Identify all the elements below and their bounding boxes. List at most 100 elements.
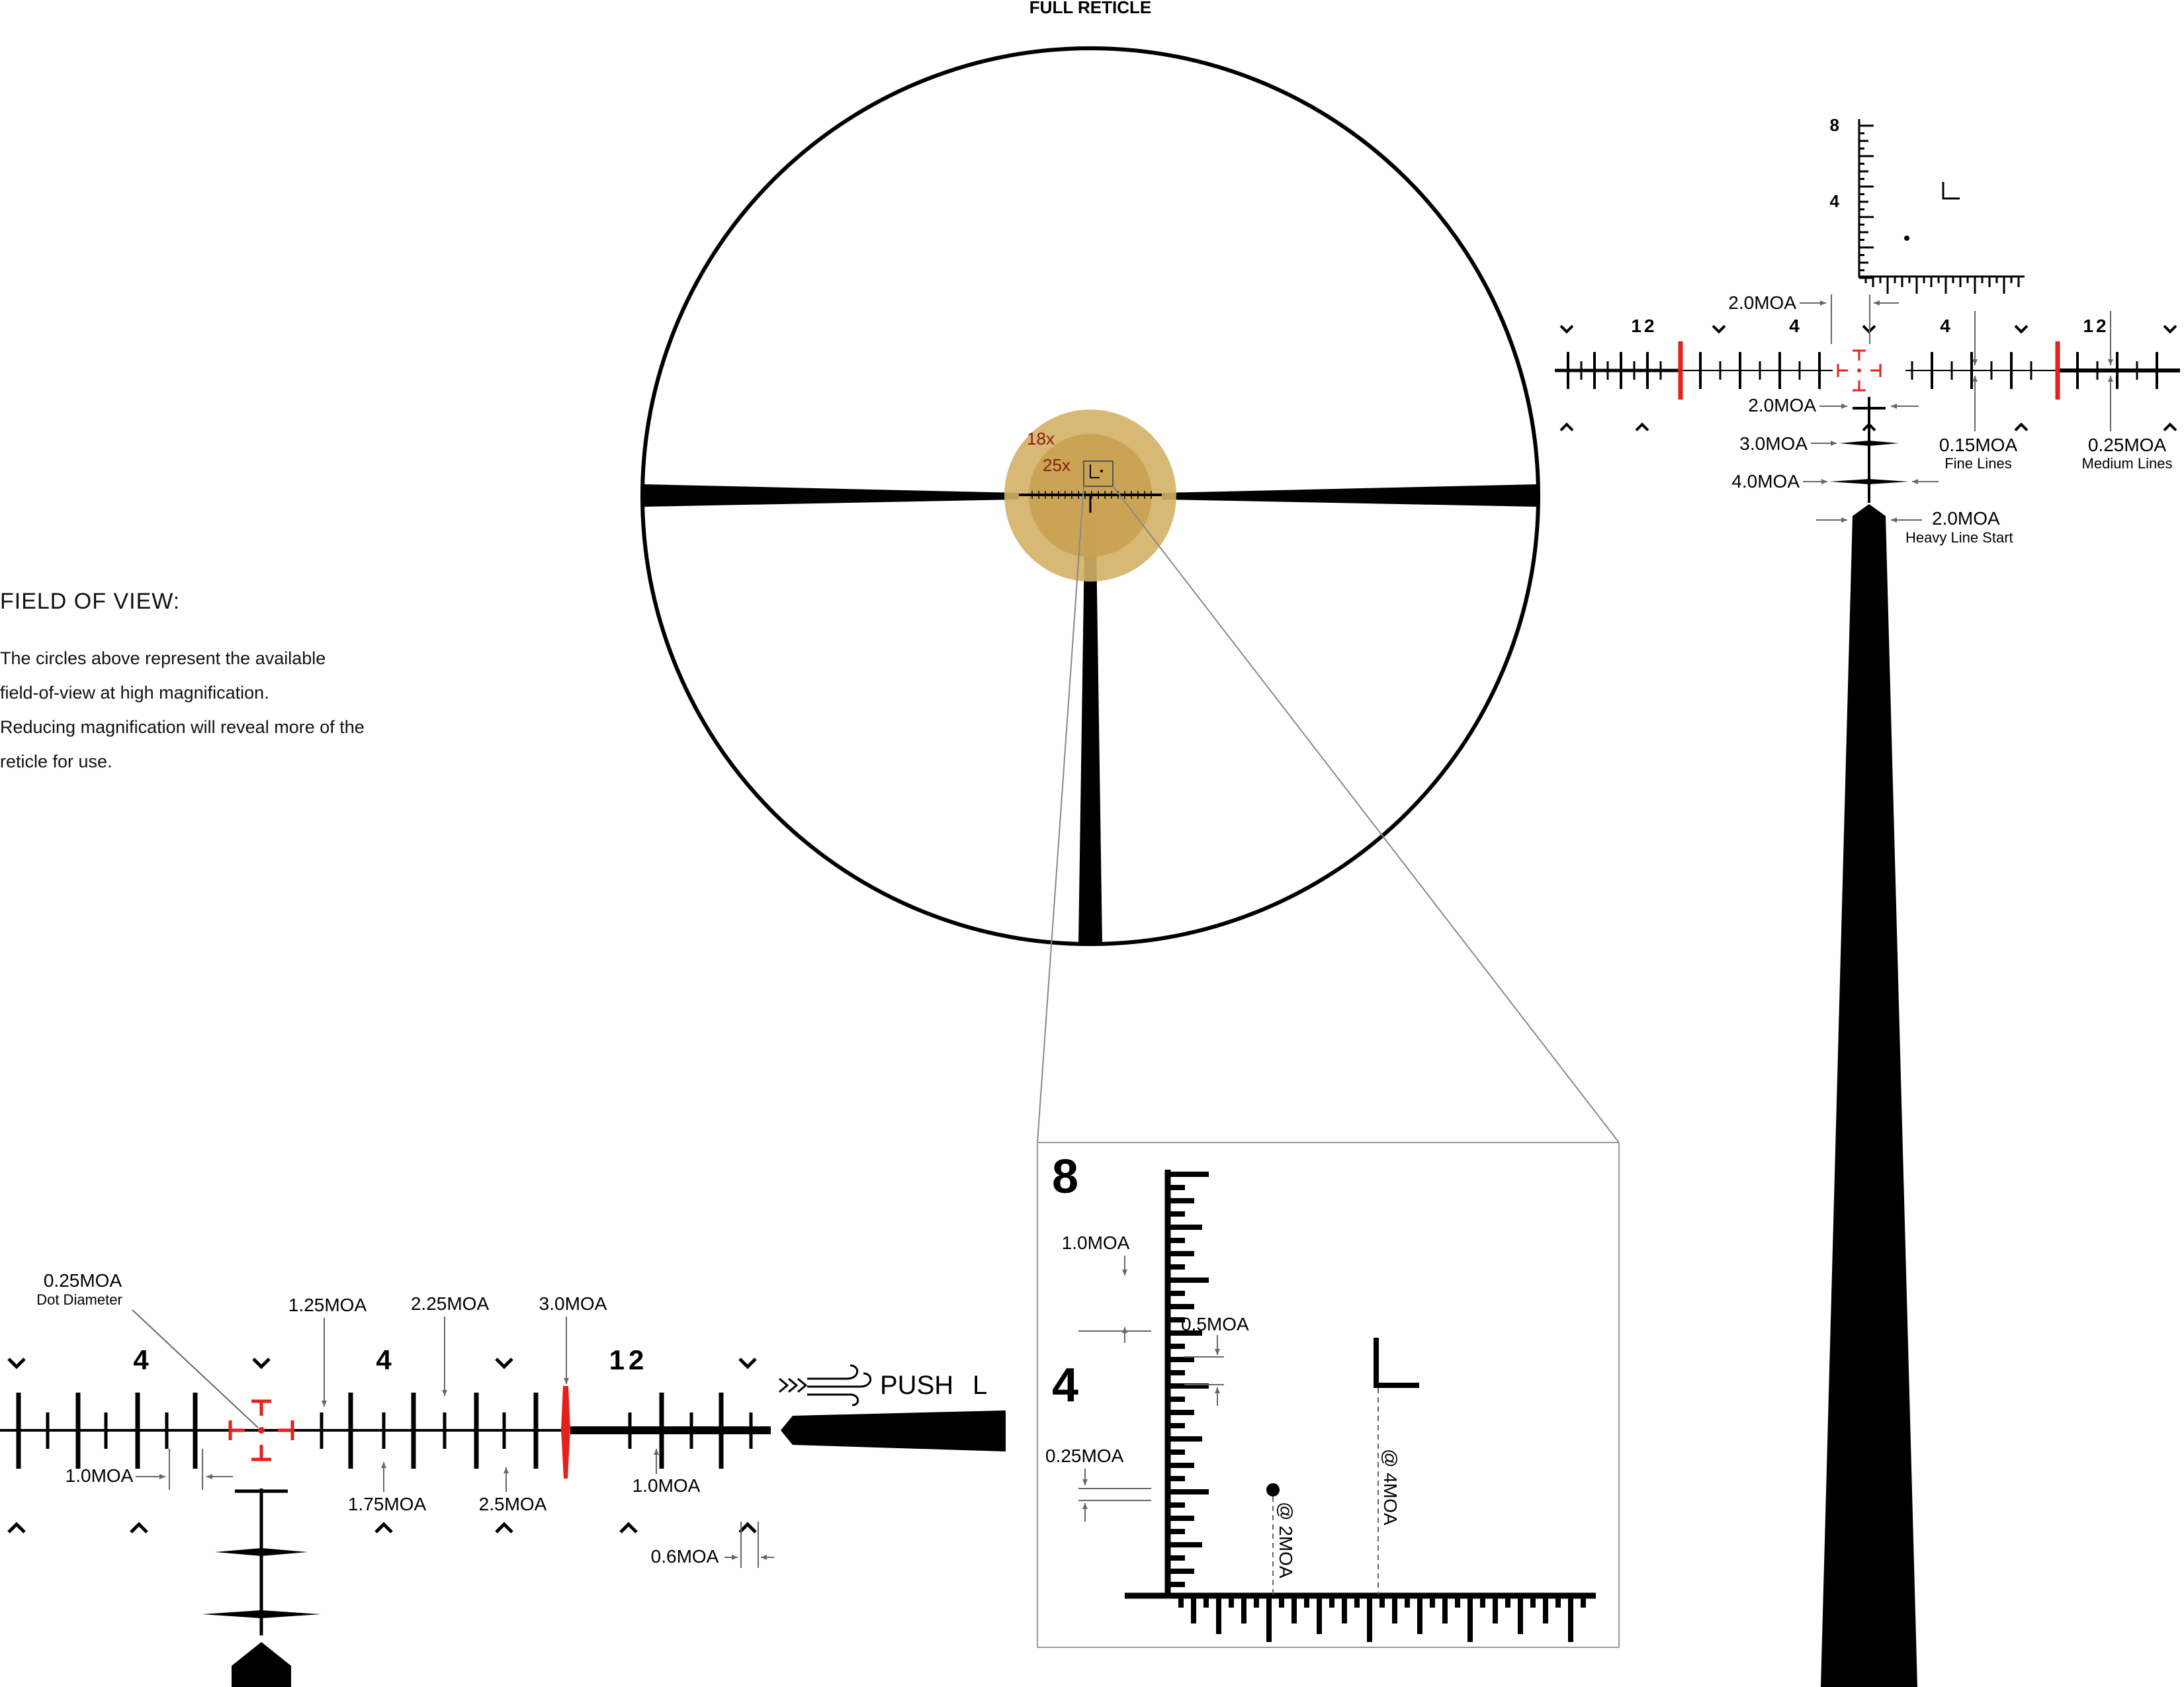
- fov-heading: FIELD OF VIEW:: [0, 589, 181, 614]
- fov-line-2: field-of-view at high magnification.: [0, 683, 269, 703]
- bp-bottom-post: [232, 1642, 291, 1687]
- chevron-down-icon: [738, 1358, 757, 1369]
- bp-label-dot: 0.25MOA: [44, 1270, 122, 1291]
- zoom-l-mark: [1374, 1338, 1419, 1388]
- zoom-ticks: [1168, 1172, 1586, 1642]
- chevron-down-icon: [2163, 325, 2177, 334]
- chevron-down-icon: [1712, 325, 1726, 334]
- bp-post-bar2: [215, 1548, 308, 1556]
- rp-post-bar2: [1839, 441, 1899, 446]
- rp-hnum-12b: 12: [2083, 316, 2109, 336]
- bp-label-10-right: 1.0MOA: [633, 1475, 701, 1496]
- chevron-up-icon: [1559, 422, 1574, 431]
- zoom-label-at2: @ 2MOA: [1276, 1502, 1296, 1579]
- rp-post-bar3: [1829, 479, 1909, 484]
- chevron-up-icon: [2014, 422, 2029, 431]
- bp-leader-dot: [132, 1309, 259, 1428]
- fov-line-4: reticle for use.: [0, 752, 112, 771]
- rp-label-medium: 0.25MOA: [2088, 435, 2167, 455]
- right-panel: 8 4 12 4 4 12 2.0MOA: [1555, 115, 2180, 1687]
- diagram-title: FULL RETICLE: [1029, 0, 1151, 17]
- bp-label-25: 2.5MOA: [479, 1494, 547, 1514]
- chevron-up-icon: [1635, 422, 1649, 431]
- right-heavy-post: [1162, 484, 1538, 507]
- rp-label-medium-sub: Medium Lines: [2082, 455, 2173, 472]
- bp-right-heavy-post: [781, 1410, 1006, 1451]
- bottom-heavy-post: [1078, 501, 1102, 945]
- chevron-up-icon: [738, 1522, 757, 1534]
- mini-l-mark: [1090, 464, 1100, 478]
- rp-h-ticks: [1567, 352, 2158, 389]
- bp-label-125: 1.25MOA: [288, 1295, 367, 1315]
- rp-label-post2moa: 2.0MOA: [1748, 395, 1816, 415]
- rp-label-post4moa: 4.0MOA: [1731, 471, 1800, 492]
- zoom-num-4: 4: [1052, 1359, 1078, 1412]
- bp-center-dot: [258, 1427, 265, 1434]
- zoom-label-025moa: 0.25MOA: [1045, 1446, 1124, 1466]
- chevron-down-icon: [1559, 325, 1574, 334]
- fov-ticks: [1031, 491, 1152, 499]
- rp-chevrons: [1559, 325, 2177, 431]
- bp-center-bracket: [228, 1399, 294, 1461]
- zoom-label-05moa: 0.5MOA: [1181, 1314, 1249, 1334]
- bp-red-bar: [561, 1386, 570, 1479]
- fov-line-3: Reducing magnification will reveal more …: [0, 717, 365, 737]
- fov-line-1: The circles above represent the availabl…: [0, 648, 326, 668]
- zoom-connector-right: [1112, 486, 1620, 1143]
- bp-num-4a: 4: [133, 1344, 149, 1375]
- rp-label-post3moa: 3.0MOA: [1739, 433, 1808, 454]
- rp-label-top2moa: 2.0MOA: [1728, 292, 1796, 313]
- rp-center-bracket: [1837, 349, 1882, 392]
- push-text: PUSH: [880, 1371, 953, 1400]
- rp-num-8: 8: [1830, 115, 1839, 135]
- chevron-down-icon: [7, 1358, 26, 1369]
- bp-post-bar3: [202, 1610, 321, 1618]
- zoom-panel: 8 4 1.0MOA 0.5MOA 0.25MOA @ 4MOA @ 2MOA: [1037, 1142, 1620, 1648]
- bp-label-10-left: 1.0MOA: [66, 1465, 134, 1486]
- rp-l-mark: [1942, 182, 1960, 200]
- rp-hnum-12a: 12: [1631, 316, 1657, 336]
- mag-25x-label: 25x: [1043, 455, 1070, 475]
- bp-num-12: 12: [609, 1344, 648, 1375]
- bp-label-06: 0.6MOA: [651, 1546, 719, 1567]
- bp-chevrons: [7, 1358, 757, 1534]
- push-letter: L: [973, 1371, 987, 1400]
- chevron-down-icon: [252, 1358, 271, 1369]
- chevron-up-icon: [130, 1522, 148, 1534]
- rp-top-ticks: [1859, 124, 2025, 294]
- bp-num-4b: 4: [376, 1344, 392, 1375]
- bp-label-dot-sub: Dot Diameter: [36, 1291, 122, 1308]
- mini-dot: [1100, 470, 1103, 472]
- rp-dot: [1904, 236, 1909, 241]
- rp-label-heavy: 2.0MOA: [1932, 508, 2000, 529]
- zoom-dot: [1266, 1483, 1280, 1496]
- zoom-label-1moa: 1.0MOA: [1062, 1233, 1130, 1253]
- bottom-panel: 4 4 12 PUSH L 0.25MOA Dot Diameter 1.25M…: [0, 1270, 1006, 1687]
- rp-bottom-post: [1821, 504, 1917, 1687]
- bp-label-30: 3.0MOA: [539, 1293, 607, 1314]
- chevron-down-icon: [2014, 325, 2029, 334]
- rp-hnum-4b: 4: [1940, 316, 1950, 336]
- chevron-up-icon: [7, 1522, 26, 1534]
- chevron-up-icon: [2163, 422, 2177, 431]
- rp-label-fine: 0.15MOA: [1939, 435, 2018, 455]
- zoom-num-8: 8: [1052, 1150, 1078, 1203]
- rp-label-heavy-sub: Heavy Line Start: [1905, 529, 2013, 546]
- zoom-source-box: [1083, 460, 1114, 487]
- bp-label-225: 2.25MOA: [411, 1293, 490, 1314]
- chevron-up-icon: [495, 1522, 513, 1534]
- rp-hnum-4a: 4: [1789, 316, 1800, 336]
- fov-note: FIELD OF VIEW: The circles above represe…: [0, 589, 476, 779]
- wind-icon: [779, 1364, 872, 1406]
- chevron-up-icon: [374, 1522, 393, 1534]
- bp-ticks: [16, 1393, 753, 1469]
- rp-label-fine-sub: Fine Lines: [1944, 455, 2012, 472]
- rp-center-dot: [1857, 368, 1861, 372]
- rp-num-4: 4: [1830, 191, 1840, 211]
- chevron-down-icon: [495, 1358, 513, 1369]
- bp-label-175: 1.75MOA: [348, 1494, 427, 1514]
- zoom-frame: [1037, 1142, 1620, 1648]
- left-heavy-post: [643, 484, 1019, 507]
- chevron-up-icon: [619, 1522, 638, 1534]
